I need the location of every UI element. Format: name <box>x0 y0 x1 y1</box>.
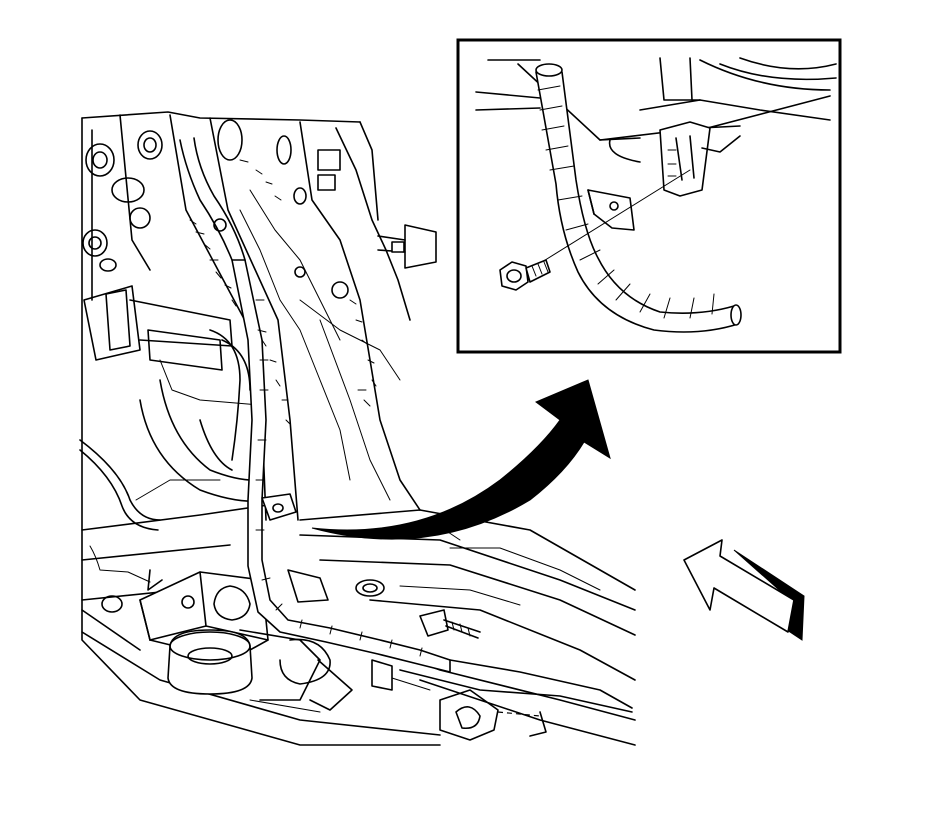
bracket-bolt <box>499 259 551 291</box>
callout-arrow <box>311 379 611 540</box>
detail-inset <box>456 38 842 354</box>
wiring-harness <box>179 137 633 713</box>
pillar-detail-marks <box>189 159 377 425</box>
view-direction-arrow <box>683 539 805 641</box>
